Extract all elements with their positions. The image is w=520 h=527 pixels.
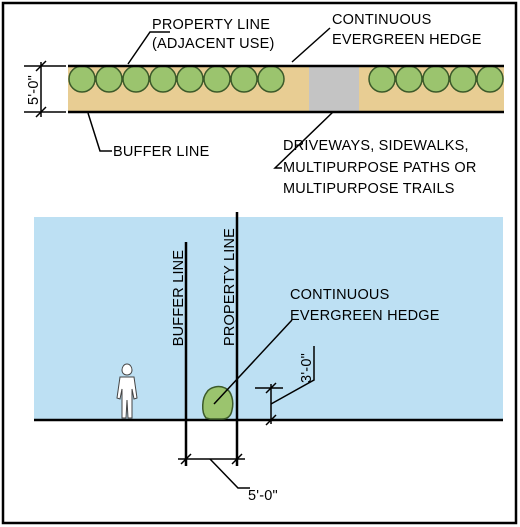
plan-hedge-shrub — [230, 65, 258, 93]
plan-hedge-shrub — [368, 65, 396, 93]
plan-hedge-label-2: EVERGREEN HEDGE — [332, 32, 482, 48]
property-line-leader — [127, 31, 170, 65]
section-hedge-shrub — [202, 385, 234, 420]
section-hedge-label-2: EVERGREEN HEDGE — [290, 308, 440, 324]
height-dimension-label: 3'-0" — [299, 353, 315, 383]
plan-hedge-shrub — [176, 65, 204, 93]
plan-hedge-shrub — [476, 65, 504, 93]
plan-hedge-shrub — [203, 65, 231, 93]
plan-hedge-shrub — [95, 65, 123, 93]
section-hedge-leader — [213, 319, 293, 405]
plan-width-dimension — [24, 60, 66, 118]
driveway-label-3: MULTIPURPOSE TRAILS — [283, 181, 455, 197]
person-silhouette — [116, 363, 138, 419]
section-view: BUFFER LINE PROPERTY LINE CONTINUOUS EVE… — [34, 212, 503, 504]
plan-hedge-shrub — [422, 65, 450, 93]
plan-hedge-shrub — [68, 65, 96, 93]
height-dimension — [255, 346, 315, 426]
plan-property-line-label-2: (ADJACENT USE) — [152, 36, 275, 52]
plan-buffer-line-label: BUFFER LINE — [113, 144, 210, 160]
plan-hedge-shrub — [257, 65, 285, 93]
plan-hedge-leader — [291, 27, 331, 63]
plan-view: 5'-0" PROPERTY LINE (ADJACENT USE) CONTI… — [24, 12, 504, 197]
plan-hedge-shrub — [149, 65, 177, 93]
plan-hedge-shrub — [449, 65, 477, 93]
plan-hedge-shrub — [122, 65, 150, 93]
plan-property-line-label-1: PROPERTY LINE — [152, 17, 270, 33]
section-property-line-label: PROPERTY LINE — [222, 228, 238, 346]
driveway-label-1: DRIVEWAYS, SIDEWALKS, — [283, 138, 469, 154]
section-buffer-line-label: BUFFER LINE — [171, 250, 187, 347]
plan-hedge-label-1: CONTINUOUS — [332, 12, 431, 28]
plan-buffer-line-leader — [87, 112, 112, 152]
sky-background — [34, 217, 503, 420]
plan-hedge-row — [68, 65, 504, 93]
section-hedge-label-1: CONTINUOUS — [290, 287, 389, 303]
driveway-leader — [273, 111, 334, 169]
driveway-gap — [309, 66, 359, 112]
section-width-dimension-label: 5'-0" — [248, 488, 278, 504]
plan-width-dimension-label: 5'-0" — [26, 75, 42, 105]
section-width-dimension — [178, 453, 250, 489]
driveway-label-2: MULTIPURPOSE PATHS OR — [283, 160, 477, 176]
plan-hedge-shrub — [395, 65, 423, 93]
